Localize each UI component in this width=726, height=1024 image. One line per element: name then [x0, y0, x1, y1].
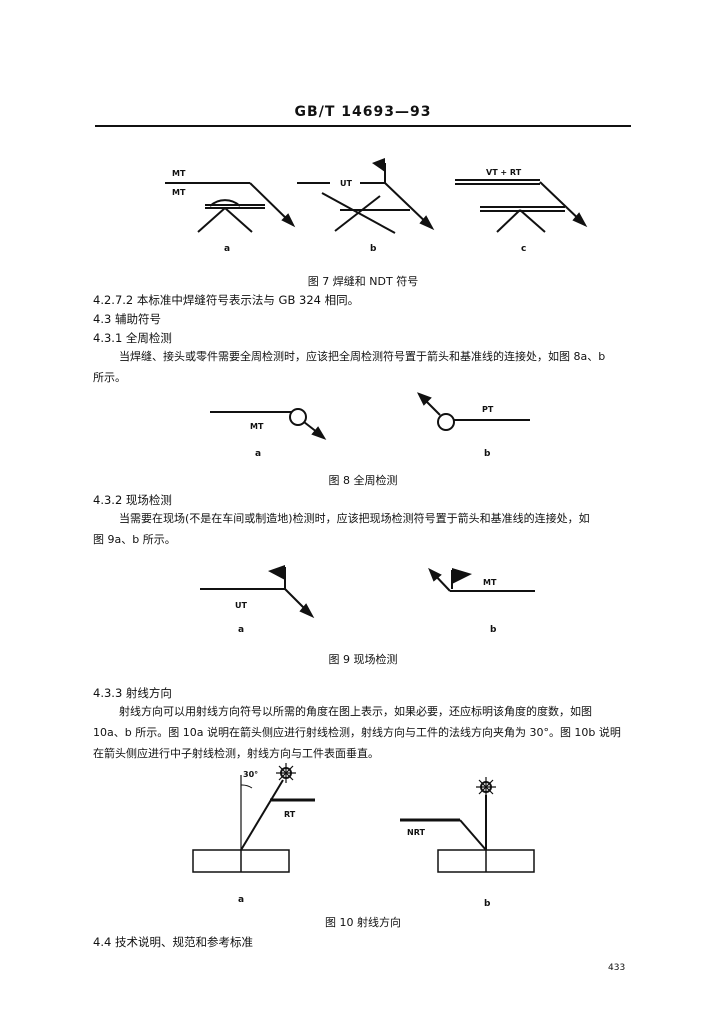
fig10-sub-a: a [238, 895, 245, 905]
section-4-3-2: 4.3.2 现场检测 [93, 493, 172, 507]
fig7a-label-top: MT [172, 169, 186, 178]
fig7-sub-b: b [370, 244, 377, 254]
fig10a-symbol [192, 763, 315, 873]
section-4-3-3: 4.3.3 射线方向 [93, 686, 172, 700]
page-header: GB/T 14693—93 [294, 104, 432, 120]
section-4-3-1: 4.3.1 全周检测 [93, 331, 172, 345]
fig10b-label: NRT [407, 828, 425, 837]
fig10b-symbol [400, 777, 535, 873]
fig7b-label: UT [340, 179, 352, 188]
fig7-sub-a: a [224, 244, 231, 254]
page-number: 433 [608, 963, 626, 973]
section-4-4: 4.4 技术说明、规范和参考标准 [93, 935, 253, 949]
fig7a-label-bottom: MT [172, 188, 186, 197]
section-4-3: 4.3 辅助符号 [93, 312, 161, 326]
fig8b-label: PT [482, 405, 494, 414]
fig8a-label: MT [250, 422, 264, 431]
fig8-caption: 图 8 全周检测 [328, 474, 398, 487]
fig9-caption: 图 9 现场检测 [328, 653, 398, 666]
para-4-3-2-line2: 图 9a、b 所示。 [93, 533, 176, 546]
fig10a-label: RT [284, 810, 296, 819]
para-4-3-2-line1: 当需要在现场(不是在车间或制造地)检测时，应该把现场检测符号置于箭头和基准线的连… [93, 508, 633, 529]
fig7b-symbol [297, 158, 435, 234]
fig9b-symbol [428, 567, 535, 592]
fig9-sub-b: b [490, 625, 497, 635]
para-4-3-3-line3: 在箭头侧应进行中子射线检测，射线方向与工件表面垂直。 [93, 747, 379, 760]
fig9a-label: UT [235, 601, 247, 610]
fig7c-symbol [455, 179, 588, 233]
fig8b-symbol [416, 392, 530, 431]
fig7-sub-c: c [521, 244, 527, 254]
fig8-sub-a: a [255, 449, 262, 459]
fig7c-label: VT + RT [486, 168, 522, 177]
fig7-caption: 图 7 焊缝和 NDT 符号 [307, 275, 419, 288]
para-4-3-3-line2: 10a、b 所示。图 10a 说明在箭头侧应进行射线检测，射线方向与工件的法线方… [93, 726, 621, 739]
fig8a-symbol [210, 408, 327, 440]
fig7a-symbol [165, 182, 296, 233]
fig8-sub-b: b [484, 449, 491, 459]
fig10a-angle-label: 30° [243, 770, 259, 779]
para-4-3-1-line2: 所示。 [93, 371, 126, 384]
para-4-3-3-line1: 射线方向可以用射线方向符号以所需的角度在图上表示，如果必要，还应标明该角度的度数… [93, 701, 633, 722]
fig10-caption: 图 10 射线方向 [325, 916, 401, 929]
section-4-2-7-2: 4.2.7.2 本标准中焊缝符号表示法与 GB 324 相同。 [93, 293, 360, 307]
fig10-sub-b: b [484, 899, 491, 909]
fig9b-label: MT [483, 578, 497, 587]
para-4-3-1-text1: 当焊缝、接头或零件需要全周检测时，应该把全周检测符号置于箭头和基准线的连接处，如… [119, 350, 606, 363]
para-4-3-1-line1: 当焊缝、接头或零件需要全周检测时，应该把全周检测符号置于箭头和基准线的连接处，如… [93, 346, 633, 367]
para-4-3-3-text1: 射线方向可以用射线方向符号以所需的角度在图上表示，如果必要，还应标明该角度的度数… [119, 705, 592, 718]
para-4-3-2-text1: 当需要在现场(不是在车间或制造地)检测时，应该把现场检测符号置于箭头和基准线的连… [119, 512, 590, 525]
fig9-sub-a: a [238, 625, 245, 635]
fig9a-symbol [200, 565, 315, 619]
header-rule [95, 125, 631, 127]
